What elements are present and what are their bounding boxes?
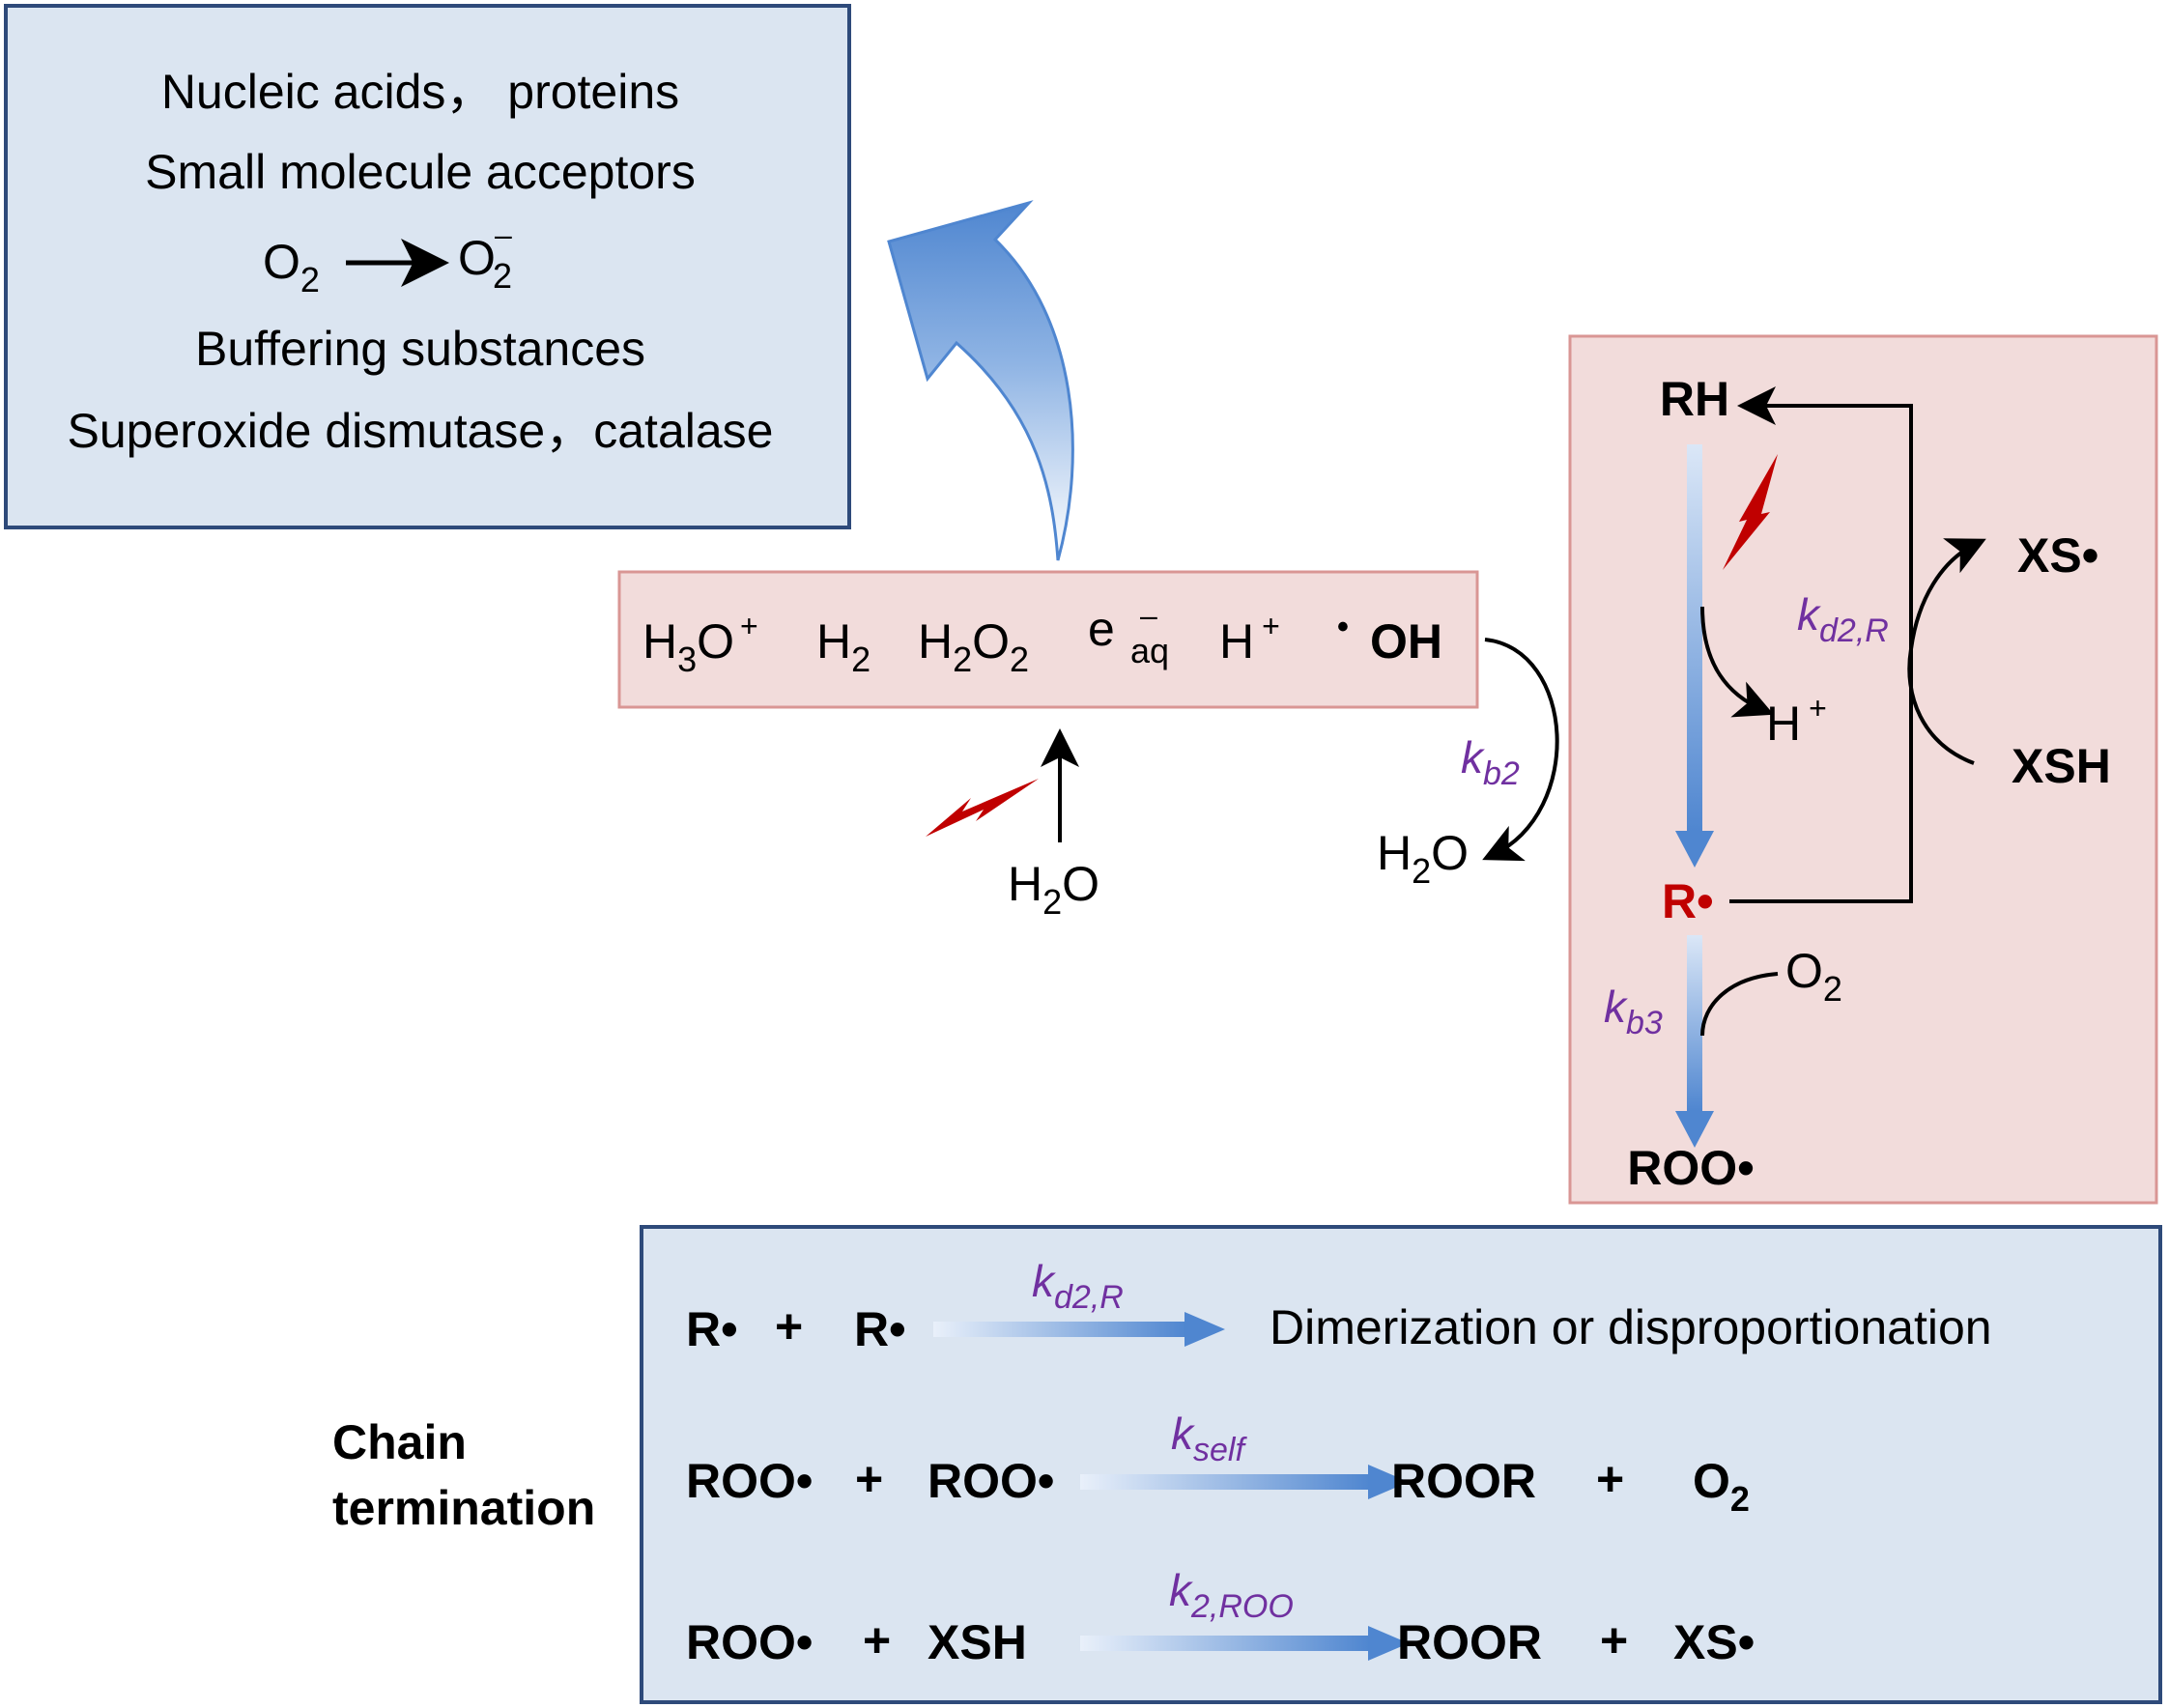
hydrated-electron: e [1088, 602, 1115, 656]
termination-reaction-1: R• + R• kd2,R Dimerization or disproport… [686, 1256, 1992, 1356]
released-proton: H+ [1766, 691, 1827, 751]
curved-arrow-icon [887, 200, 1074, 561]
kb2-curved-arrow [1482, 638, 1559, 862]
product-oxygen: O2 [1693, 1454, 1750, 1519]
water-input: H2O [1008, 857, 1099, 922]
plus-sign: + [855, 1452, 883, 1506]
o2-left: O [263, 235, 300, 289]
termination-label-line2: termination [332, 1481, 595, 1535]
plus-sign: + [775, 1299, 803, 1353]
cycle-box-frame [1568, 334, 2158, 1205]
dimerization-product: Dimerization or disproportionation [1270, 1300, 1992, 1354]
alkyl-radical: R• [1662, 874, 1714, 928]
reactant-r-radical-a: R• [686, 1302, 738, 1356]
termination-box-frame [640, 1225, 2162, 1704]
oxygen-addition-curve [1700, 972, 1779, 1037]
plus-sign: + [863, 1613, 891, 1667]
chain-termination: Chain termination R• + R• kd2,R Dimeriza… [332, 1225, 2162, 1704]
reaction-1-arrow-head [1184, 1312, 1225, 1347]
rate-kd2r-repair: kd2,R [1797, 589, 1889, 649]
reaction-2-arrow-head [1368, 1465, 1409, 1499]
hydroxyl-radical-dot: • [1337, 609, 1349, 645]
reactant-xsh: XSH [928, 1615, 1027, 1669]
r-to-roo-arrow-head [1675, 1111, 1714, 1148]
hydrated-electron-charge: – [1140, 598, 1157, 633]
reaction-3-arrow-shaft [1080, 1636, 1370, 1651]
reactant-r-radical-b: R• [854, 1302, 906, 1356]
radical-cycle-box: RH H+ R• kd2,R XS• XSH O2 kb3 ROO• [1568, 334, 2158, 1205]
rate-kself: kself [1171, 1409, 1247, 1468]
reaction-3-arrow-head [1368, 1626, 1409, 1661]
hydroxyl-consumption: kb2 H2O [1377, 638, 1559, 891]
oxygen-reactant: O2 [1785, 944, 1842, 1009]
plus-sign: + [1600, 1613, 1628, 1667]
hydrated-electron-subscript: aq [1130, 631, 1169, 670]
scavenger-line-enzymes: Superoxide dismutase，catalase [68, 404, 774, 458]
thiol-xsh: XSH [2012, 739, 2111, 793]
o2-left-subscript: 2 [300, 260, 320, 299]
lightning-bolt-icon [926, 779, 1039, 837]
proton-release-arrow [1700, 606, 1775, 718]
substrate-rh: RH [1660, 372, 1729, 426]
thiyl-radical: XS• [2017, 528, 2098, 583]
scavenger-line-small-molecules: Small molecule acceptors [145, 145, 696, 199]
hydronium: H3O+ [642, 609, 758, 679]
radiolysis-products-box: H3O+ H2 H2O2 e – aq H+ • OH [617, 570, 1479, 709]
scavenger-line-nucleic-acids: Nucleic acids， proteins [161, 65, 679, 119]
hydrogen-gas: H2 [816, 614, 870, 679]
termination-reaction-3: ROO• + XSH k2,ROO ROOR + XS• [686, 1565, 1755, 1669]
proton: H+ [1219, 609, 1280, 669]
product-roor: ROOR [1397, 1615, 1542, 1669]
o2-right: O [458, 231, 496, 285]
o2-right-charge: – [495, 217, 512, 252]
rh-to-r-arrow-head [1675, 831, 1714, 868]
plus-sign: + [1596, 1452, 1624, 1506]
scavengers-box: Nucleic acids， proteins Small molecule a… [4, 4, 851, 529]
peroxyl-radical: ROO• [1627, 1141, 1754, 1195]
rate-kb2: kb2 [1461, 732, 1520, 792]
svg-text:O2: O2 [263, 235, 320, 299]
product-roor: ROOR [1391, 1454, 1536, 1508]
lightning-bolt-icon [1723, 454, 1778, 570]
reaction-1-arrow-shaft [933, 1322, 1186, 1337]
products-box-frame [617, 570, 1479, 709]
termination-label-line1: Chain [332, 1415, 467, 1469]
rate-kb3: kb3 [1604, 982, 1663, 1041]
water-output: H2O [1377, 826, 1469, 891]
hydroxyl-radical: OH [1370, 614, 1442, 669]
rate-k2roo: k2,ROO [1169, 1565, 1294, 1625]
product-thiyl-radical: XS• [1673, 1615, 1755, 1669]
termination-reaction-2: ROO• + ROO• kself ROOR + O2 [686, 1409, 1750, 1519]
reaction-2-arrow-shaft [1080, 1474, 1370, 1490]
reactant-roo-radical-a: ROO• [686, 1454, 813, 1508]
hydrogen-peroxide: H2O2 [918, 614, 1029, 679]
o2-right-subscript: 2 [493, 256, 512, 296]
reactant-roo-radical: ROO• [686, 1615, 813, 1669]
rate-kd2r-termination: kd2,R [1032, 1256, 1124, 1316]
water-radiolysis: H2O [926, 728, 1099, 922]
oxygen-to-superoxide: O2 O 2 – [263, 217, 512, 299]
xsh-to-xs-arrow [1907, 538, 1986, 765]
scavenger-line-buffering: Buffering substances [195, 322, 645, 376]
r-to-roo-arrow-shaft [1687, 935, 1702, 1111]
rh-to-r-arrow-shaft [1687, 444, 1702, 831]
reactant-roo-radical-b: ROO• [928, 1454, 1054, 1508]
